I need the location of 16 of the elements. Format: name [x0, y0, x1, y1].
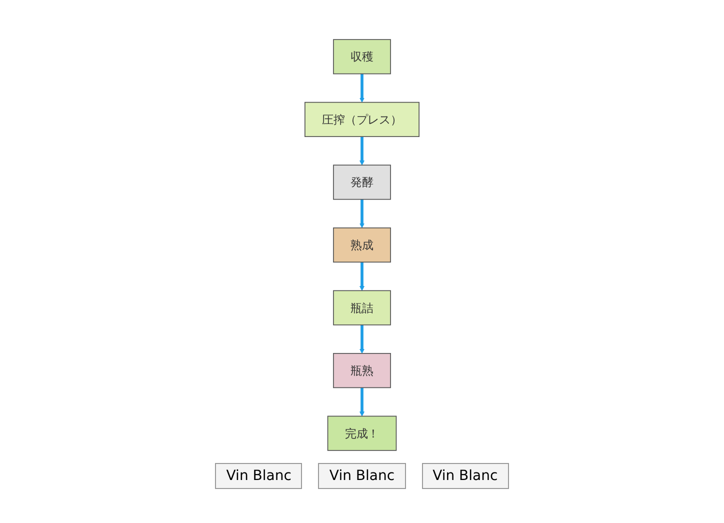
node-box: 熟成 [333, 226, 391, 262]
bottle-label: Vin Blanc [318, 462, 406, 488]
arrow [360, 262, 364, 290]
bottle-label: Vin Blanc [215, 462, 302, 488]
node-box: 完成！ [327, 415, 397, 450]
arrow [360, 73, 364, 102]
arrow [360, 198, 364, 228]
node-box: 発酵 [333, 164, 391, 200]
node-box: 圧搾（プレス） [304, 101, 420, 136]
node-box: 瓶熟 [333, 352, 391, 388]
bottle-label: Vin Blanc [422, 462, 509, 488]
arrow [360, 387, 364, 416]
arrow [360, 324, 364, 354]
arrow [360, 136, 364, 165]
node-box: 瓶詰 [333, 290, 391, 325]
node-box: 収穫 [333, 38, 391, 74]
